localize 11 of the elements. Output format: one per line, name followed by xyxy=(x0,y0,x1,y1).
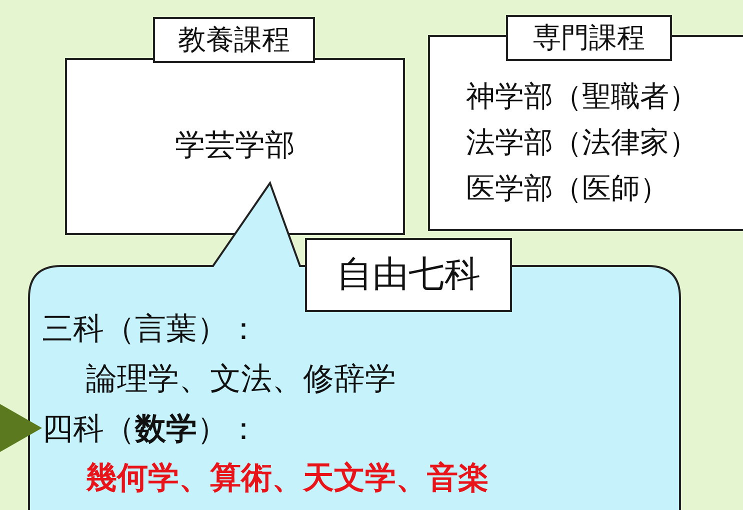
section-heading: 専門課程 xyxy=(506,15,672,61)
body-text: 論理学、文法、修辞学 xyxy=(86,360,396,399)
section-heading: 自由七科 xyxy=(305,238,512,312)
body-text: 医学部（医師） xyxy=(466,170,669,207)
body-text: 学芸学部 xyxy=(174,127,296,165)
section-heading: 教養課程 xyxy=(153,17,315,63)
body-text: 三科（言葉）： xyxy=(42,310,259,349)
body-text: 幾何学、算術、天文学、音楽 xyxy=(86,459,489,498)
body-text: 法学部（法律家） xyxy=(466,124,698,161)
body-text: 四科（数学）： xyxy=(42,410,259,449)
body-text: 神学部（聖職者） xyxy=(466,78,698,115)
